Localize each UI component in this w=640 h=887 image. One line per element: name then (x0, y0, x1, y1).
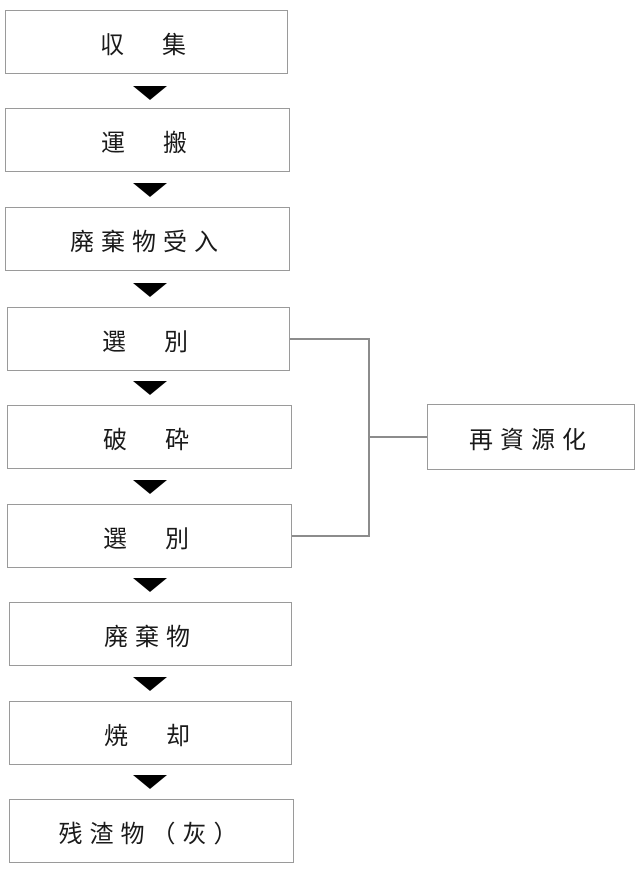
flow-arrow-icon (133, 183, 167, 197)
flow-arrow-icon (133, 283, 167, 297)
connector-from-sorting-1 (290, 338, 369, 340)
step-waste-reception: 廃棄物受入 (5, 207, 290, 271)
flow-arrow-icon (133, 775, 167, 789)
step-label: 選 別 (103, 524, 196, 553)
step-label: 選 別 (102, 327, 195, 356)
step-sorting-1: 選 別 (7, 307, 290, 371)
step-waste: 廃棄物 (9, 602, 292, 666)
step-label: 廃棄物受入 (70, 227, 225, 256)
step-label: 収 集 (100, 30, 193, 59)
flow-arrow-icon (133, 578, 167, 592)
step-incineration: 焼 却 (9, 701, 292, 765)
step-label: 破 砕 (103, 425, 196, 454)
step-transport: 運 搬 (5, 108, 290, 172)
step-label: 残渣物（灰） (58, 819, 245, 848)
step-residue-ash: 残渣物（灰） (9, 799, 294, 863)
step-label: 廃棄物 (104, 622, 197, 651)
branch-label: 再資源化 (469, 425, 593, 454)
step-label: 焼 却 (104, 721, 197, 750)
flow-arrow-icon (133, 381, 167, 395)
connector-from-sorting-2 (292, 535, 369, 537)
connector-vertical (368, 338, 370, 537)
connector-to-recycling (368, 436, 427, 438)
step-sorting-2: 選 別 (7, 504, 292, 568)
flow-arrow-icon (133, 480, 167, 494)
step-crushing: 破 砕 (7, 405, 292, 469)
step-collection: 収 集 (5, 10, 288, 74)
flow-arrow-icon (133, 677, 167, 691)
flow-arrow-icon (133, 86, 167, 100)
step-label: 運 搬 (101, 128, 194, 157)
branch-recycling: 再資源化 (427, 404, 635, 470)
